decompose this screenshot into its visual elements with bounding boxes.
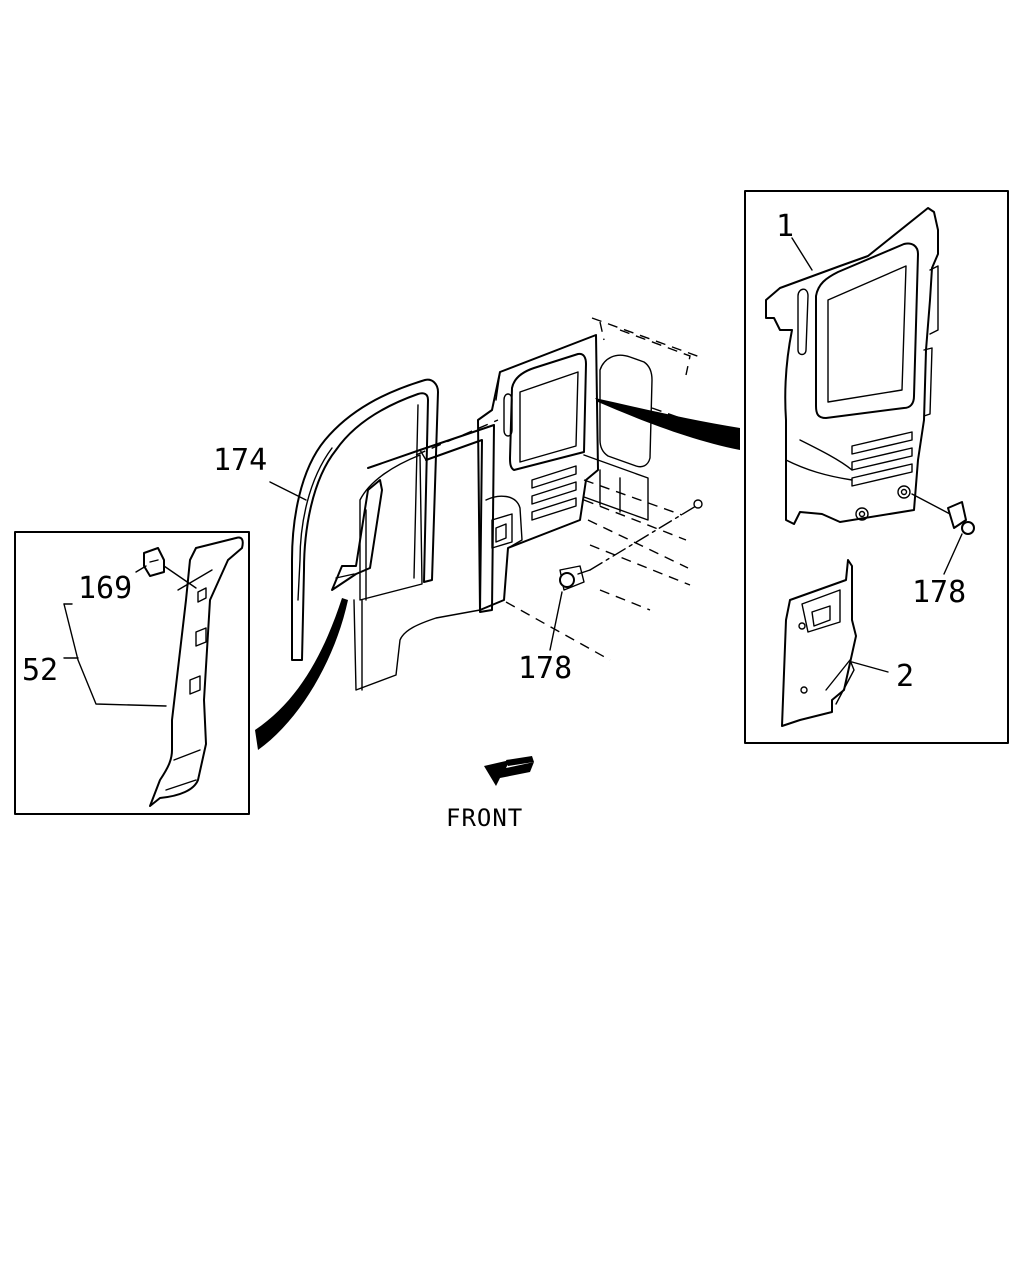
front-label: FRONT	[446, 804, 523, 832]
clip-178-right	[911, 493, 975, 535]
clip-178-center	[559, 499, 703, 591]
label-178-center: 178	[518, 651, 572, 686]
leader-178-right	[943, 533, 963, 575]
inset-left-frame	[14, 531, 250, 815]
label-174: 174	[213, 443, 267, 478]
quarter-trim-1	[765, 207, 939, 525]
leader-174	[269, 481, 307, 501]
label-52: 52	[22, 653, 58, 688]
label-169: 169	[78, 571, 132, 606]
pillar-trim-52	[149, 536, 244, 807]
leader-1	[791, 237, 813, 271]
label-2: 2	[896, 659, 914, 694]
leader-178-center	[549, 591, 563, 651]
leader-169	[135, 565, 147, 573]
lower-trim-2	[781, 559, 857, 727]
label-178-right: 178	[912, 575, 966, 610]
leader-2	[851, 661, 889, 673]
leader-wedge-left	[255, 598, 348, 750]
inset-right-frame	[744, 190, 1009, 744]
leader-wedge-right	[595, 398, 740, 450]
cab-body-assembly	[331, 317, 701, 691]
leader-52	[63, 603, 167, 707]
clip-169	[143, 547, 197, 589]
label-1: 1	[776, 209, 794, 244]
weatherstrip-174	[291, 378, 439, 661]
front-arrow-icon	[484, 756, 534, 786]
